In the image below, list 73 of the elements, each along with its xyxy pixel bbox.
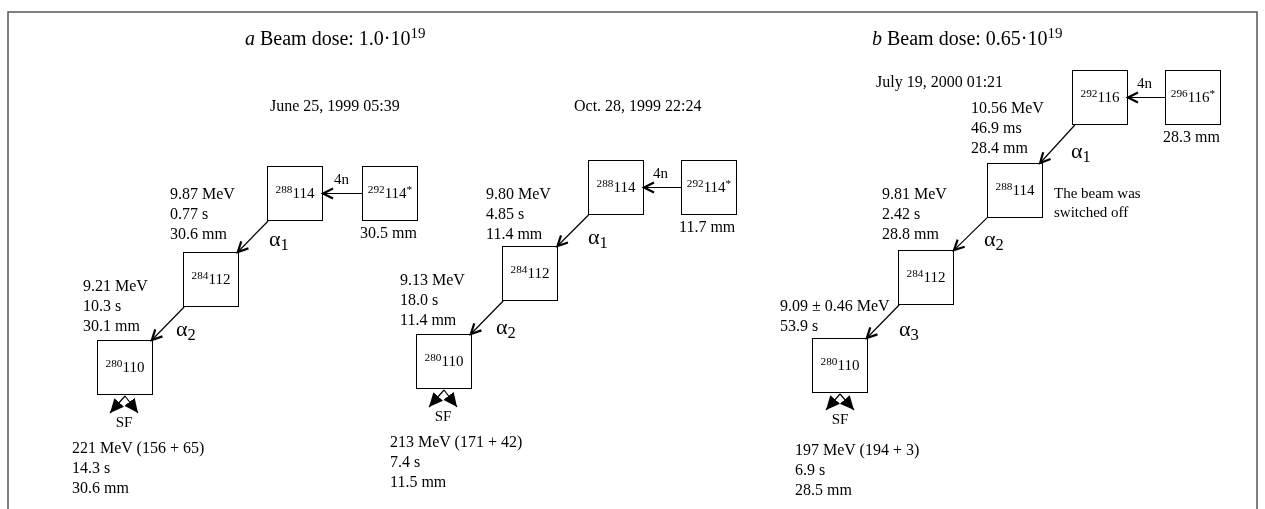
edge-label: 4n xyxy=(653,166,668,181)
measurement-text: 9.87 MeV xyxy=(170,184,235,204)
measurement-text: 10.3 s xyxy=(83,296,122,316)
measurement-text: 11.4 mm xyxy=(400,310,457,330)
measurement-text: 10.56 MeV xyxy=(971,98,1044,118)
measurement-text: 9.21 MeV xyxy=(83,276,148,296)
measurement-text: 18.0 s xyxy=(400,290,439,310)
nucleus-box: $^{280}$110 xyxy=(97,340,153,395)
measurement-text: 28.4 mm xyxy=(971,138,1028,158)
measurement-text: 11.4 mm xyxy=(486,224,543,244)
decay-arrow xyxy=(1126,91,1166,104)
decay-arrow xyxy=(556,214,590,248)
nucleus-box: $^{284}$112 xyxy=(183,252,239,307)
measurement-text: 213 MeV (171 + 42) xyxy=(390,432,523,452)
decay-mode-label: SF xyxy=(106,413,142,431)
decay-arrow xyxy=(236,220,269,254)
note-text: The beam was switched off xyxy=(1054,184,1142,222)
panel-heading: a Beam dose: 1.0·10$^{19}$ xyxy=(245,26,426,50)
decay-arrow xyxy=(150,306,185,342)
nucleus-box: $^{288}$114 xyxy=(267,166,323,221)
measurement-text: 4.85 s xyxy=(486,204,525,224)
measurement-text: 46.9 ms xyxy=(971,118,1022,138)
edge-label: 4n xyxy=(334,172,349,187)
measurement-text: 9.09 ± 0.46 MeV xyxy=(780,296,890,316)
decay-mode-label: SF xyxy=(822,410,858,428)
measurement-text: 53.9 s xyxy=(780,316,819,336)
measurement-text: 0.77 s xyxy=(170,204,209,224)
measurement-text: 221 MeV (156 + 65) xyxy=(72,438,205,458)
measurement-text: 11.5 mm xyxy=(390,472,447,492)
measurement-text: 9.13 MeV xyxy=(400,270,465,290)
measurement-text: 9.80 MeV xyxy=(486,184,551,204)
measurement-text: 6.9 s xyxy=(795,460,826,480)
measurement-text: 197 MeV (194 + 3) xyxy=(795,440,920,460)
decay-arrow xyxy=(865,304,900,340)
measurement-text: 30.6 mm xyxy=(170,224,227,244)
edge-label: 4n xyxy=(1137,76,1152,91)
measurement-text: 2.42 s xyxy=(882,204,921,224)
measurement-text: Oct. 28, 1999 22:24 xyxy=(574,96,702,116)
nucleus-box: $^{292}$114$^{*}$ xyxy=(362,166,418,221)
distance-label: 30.5 mm xyxy=(360,223,417,243)
fission-arrow xyxy=(428,389,445,408)
decay-arrow xyxy=(321,187,363,200)
measurement-text: June 25, 1999 05:39 xyxy=(270,96,400,116)
distance-label: 11.7 mm xyxy=(679,217,736,237)
measurement-text: July 19, 2000 01:21 xyxy=(876,72,1004,92)
nucleus-box: $^{280}$110 xyxy=(416,334,472,389)
measurement-text: 14.3 s xyxy=(72,458,111,478)
measurement-text: 30.1 mm xyxy=(83,316,140,336)
panel-heading: b Beam dose: 0.65·10$^{19}$ xyxy=(872,26,1063,50)
nucleus-box: $^{292}$114$^{*}$ xyxy=(681,160,737,215)
nucleus-box: $^{284}$112 xyxy=(502,246,558,301)
nucleus-box: $^{288}$114 xyxy=(588,160,644,215)
decay-arrow xyxy=(952,217,988,252)
decay-arrow xyxy=(1039,124,1076,165)
nucleus-box: $^{292}$116 xyxy=(1072,70,1128,125)
measurement-text: 7.4 s xyxy=(390,452,421,472)
fission-arrow xyxy=(825,393,841,411)
nucleus-box: $^{288}$114 xyxy=(987,163,1043,218)
measurement-text: 9.81 MeV xyxy=(882,184,947,204)
fission-arrow xyxy=(124,395,139,414)
fission-arrow xyxy=(443,389,458,408)
fission-arrow xyxy=(109,395,126,414)
fission-arrow xyxy=(839,393,855,411)
nucleus-box: $^{280}$110 xyxy=(812,338,868,393)
nucleus-box: $^{296}$116$^{*}$ xyxy=(1165,70,1221,125)
decay-arrow xyxy=(642,181,682,194)
decay-arrow xyxy=(469,300,504,336)
nucleus-box: $^{284}$112 xyxy=(898,250,954,305)
measurement-text: 30.6 mm xyxy=(72,478,129,498)
distance-label: 28.3 mm xyxy=(1163,127,1220,147)
measurement-text: 28.8 mm xyxy=(882,224,939,244)
decay-mode-label: SF xyxy=(425,407,461,425)
measurement-text: 28.5 mm xyxy=(795,480,852,500)
